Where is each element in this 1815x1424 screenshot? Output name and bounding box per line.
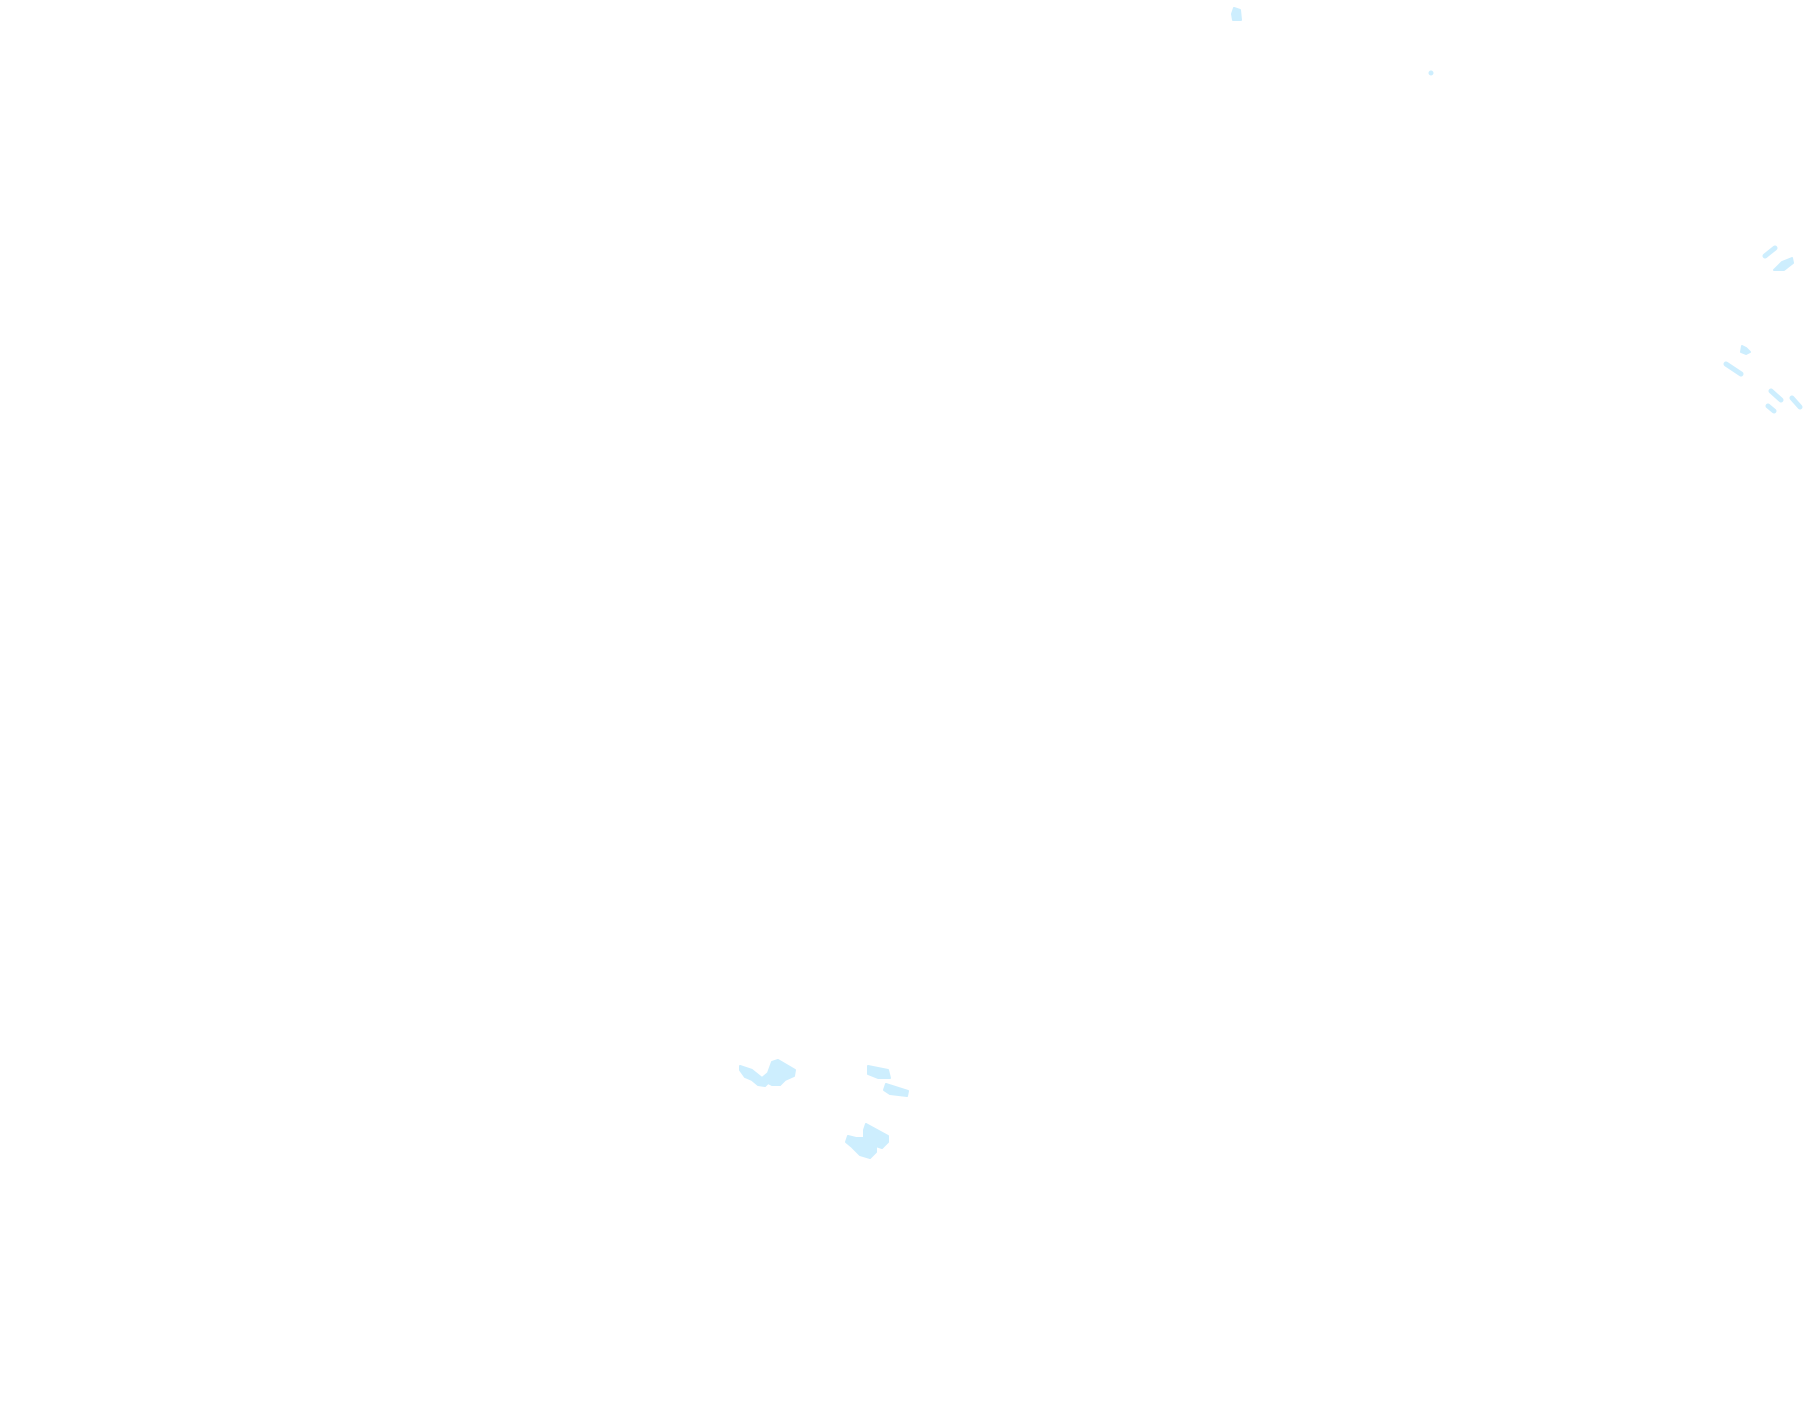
lake: [1231, 7, 1242, 21]
lake: [1740, 345, 1751, 355]
stream: [1789, 395, 1803, 410]
stream: [1765, 403, 1777, 414]
lake: [867, 1065, 891, 1079]
stream: [1723, 361, 1744, 377]
stream: [1768, 388, 1784, 403]
pond: [1428, 70, 1434, 76]
lake: [883, 1083, 909, 1097]
lake: [1773, 257, 1794, 271]
lake: [845, 1123, 889, 1159]
lake: [739, 1059, 796, 1087]
stream: [1762, 245, 1778, 259]
